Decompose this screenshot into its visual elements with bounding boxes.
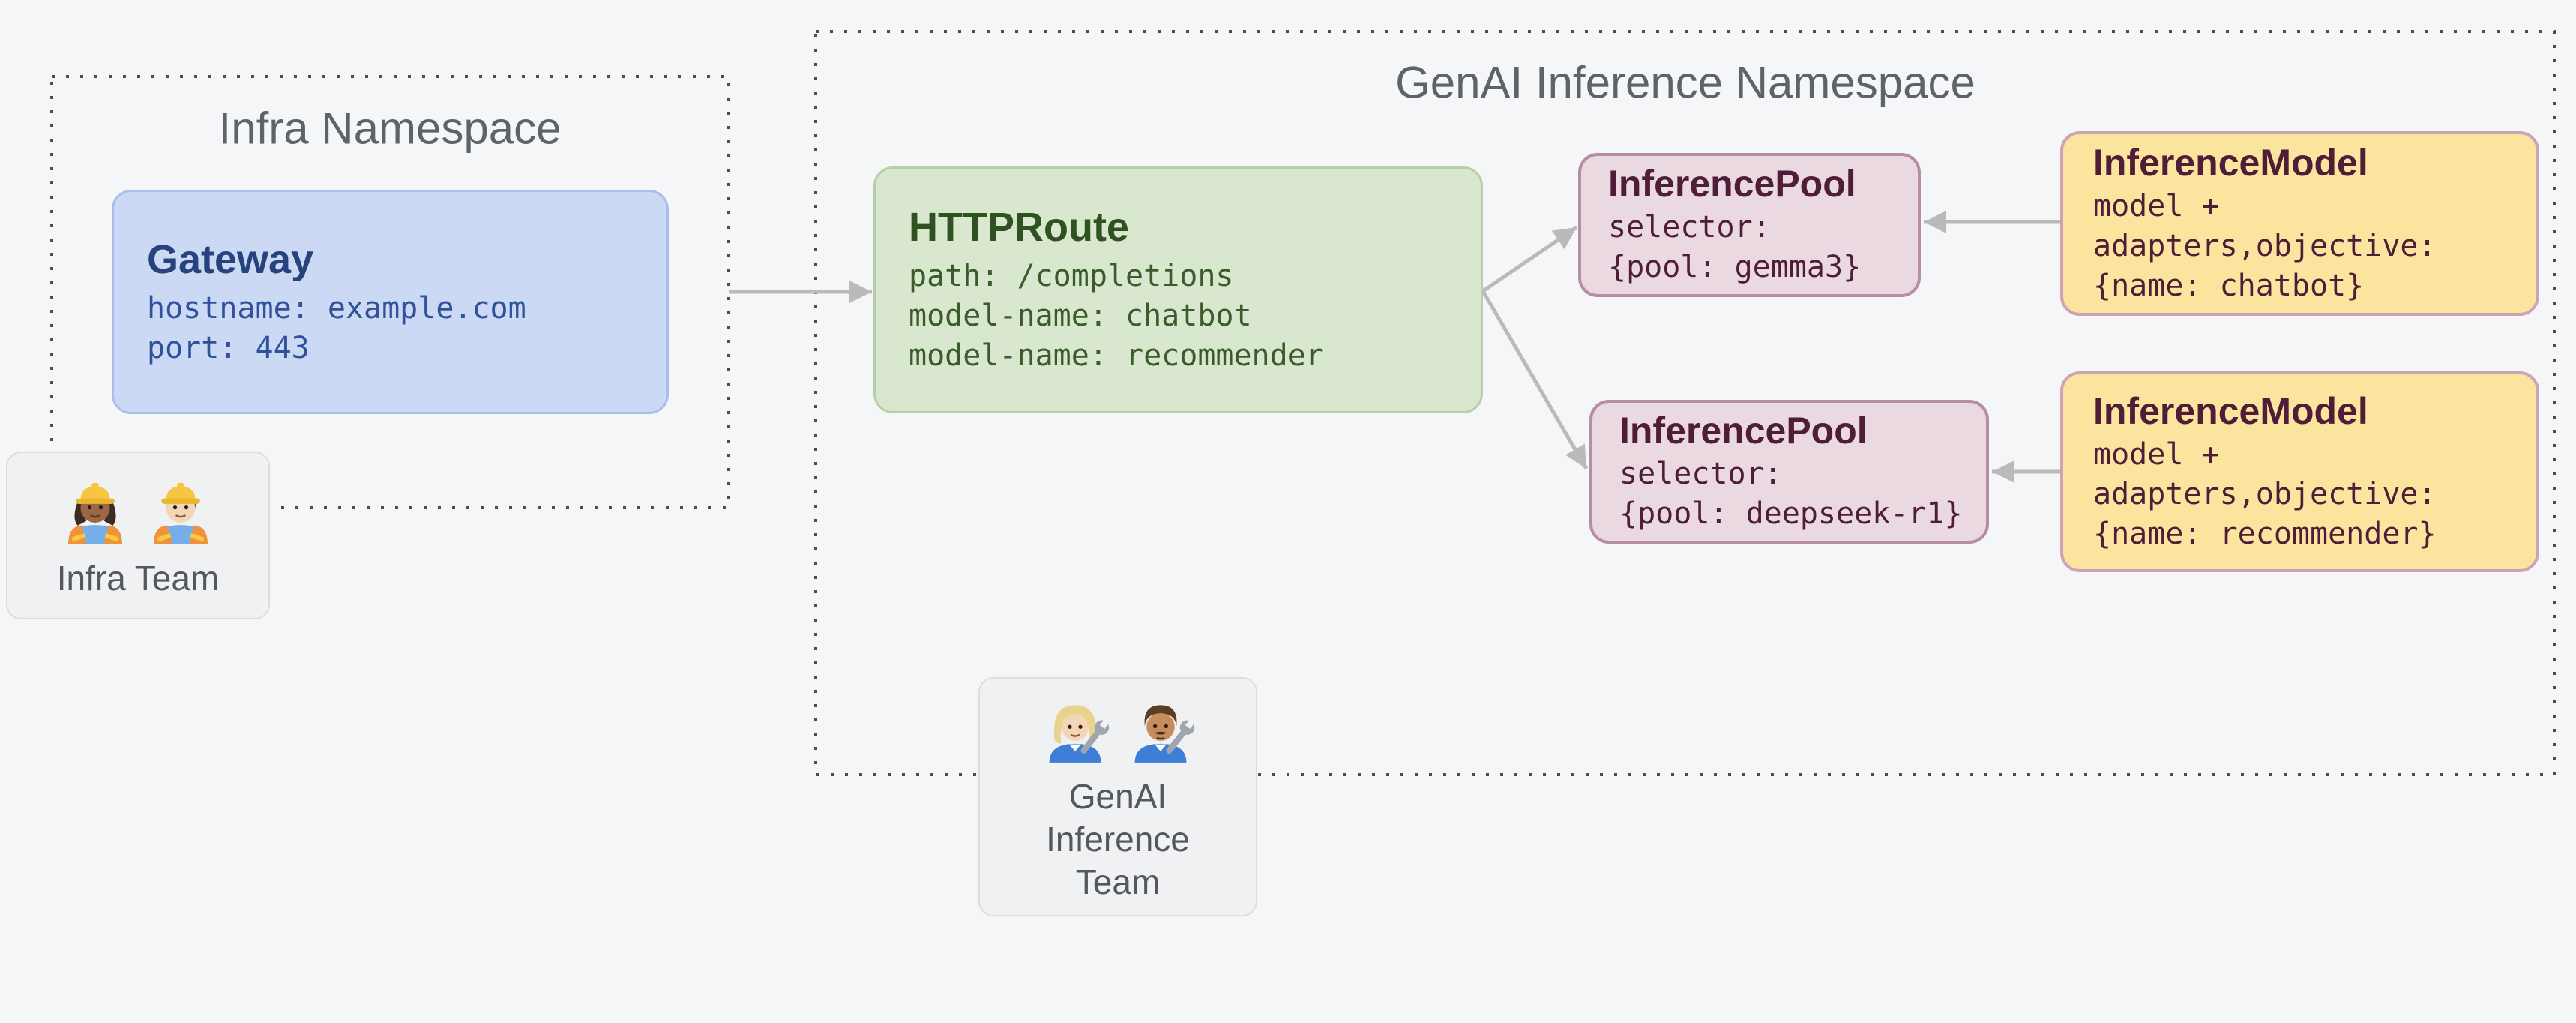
inference-pool-title: InferencePool bbox=[1619, 410, 1868, 452]
httproute-path: path: /completions bbox=[909, 259, 1234, 293]
mechanic-man-icon bbox=[1134, 705, 1195, 763]
infra-team-label: Infra Team bbox=[56, 558, 220, 598]
infra-namespace-title: Infra Namespace bbox=[218, 103, 562, 154]
inference-pool-value: {pool: deepseek-r1} bbox=[1619, 496, 1963, 531]
inference-model-chatbot-node: InferenceModel model + adapters,objectiv… bbox=[2060, 131, 2539, 316]
gateway-hostname: hostname: example.com bbox=[147, 290, 526, 326]
construction-worker-man-icon bbox=[154, 482, 208, 544]
inference-model-line-1: model + bbox=[2093, 188, 2220, 224]
arrow-httproute-to-pool2 bbox=[1481, 290, 1589, 470]
httproute-model-name-1: model-name: chatbot bbox=[909, 298, 1252, 333]
httproute-title: HTTPRoute bbox=[909, 205, 1129, 250]
gateway-node: Gateway hostname: example.com port: 443 bbox=[112, 190, 669, 414]
gateway-port: port: 443 bbox=[147, 330, 310, 365]
genai-team-icons bbox=[1038, 690, 1198, 765]
inference-model-line-2: adapters,objective: bbox=[2093, 228, 2437, 263]
inference-pool-value: {pool: gemma3} bbox=[1608, 250, 1862, 284]
inference-pool-title: InferencePool bbox=[1608, 163, 1856, 205]
inference-model-line-3: {name: recommender} bbox=[2093, 516, 2437, 551]
mechanic-woman-icon bbox=[1049, 705, 1110, 763]
httproute-node: HTTPRoute path: /completions model-name:… bbox=[873, 166, 1483, 413]
httproute-model-name-2: model-name: recommender bbox=[909, 338, 1324, 373]
inference-pool-selector: selector: bbox=[1608, 210, 1771, 244]
infra-team-icons bbox=[58, 472, 218, 547]
inference-model-line-1: model + bbox=[2093, 436, 2220, 472]
inference-model-title: InferenceModel bbox=[2093, 141, 2368, 184]
gateway-title: Gateway bbox=[147, 236, 314, 282]
genai-team-label: GenAI Inference Team bbox=[1046, 777, 1190, 902]
infra-team-card: Infra Team bbox=[6, 452, 270, 620]
construction-worker-woman-icon bbox=[68, 482, 122, 544]
genai-team-card: GenAI Inference Team bbox=[978, 677, 1257, 916]
arrow-httproute-to-pool1 bbox=[1481, 225, 1578, 293]
inference-model-line-2: adapters,objective: bbox=[2093, 476, 2437, 512]
inference-pool-deepseek-node: InferencePool selector: {pool: deepseek-… bbox=[1589, 400, 1989, 544]
inference-model-line-3: {name: chatbot} bbox=[2093, 268, 2365, 303]
inference-pool-selector: selector: bbox=[1619, 457, 1782, 491]
inference-pool-gemma3-node: InferencePool selector: {pool: gemma3} bbox=[1578, 153, 1921, 297]
genai-namespace-title: GenAI Inference Namespace bbox=[1395, 57, 1975, 108]
inference-model-recommender-node: InferenceModel model + adapters,objectiv… bbox=[2060, 371, 2539, 572]
inference-model-title: InferenceModel bbox=[2093, 389, 2368, 432]
